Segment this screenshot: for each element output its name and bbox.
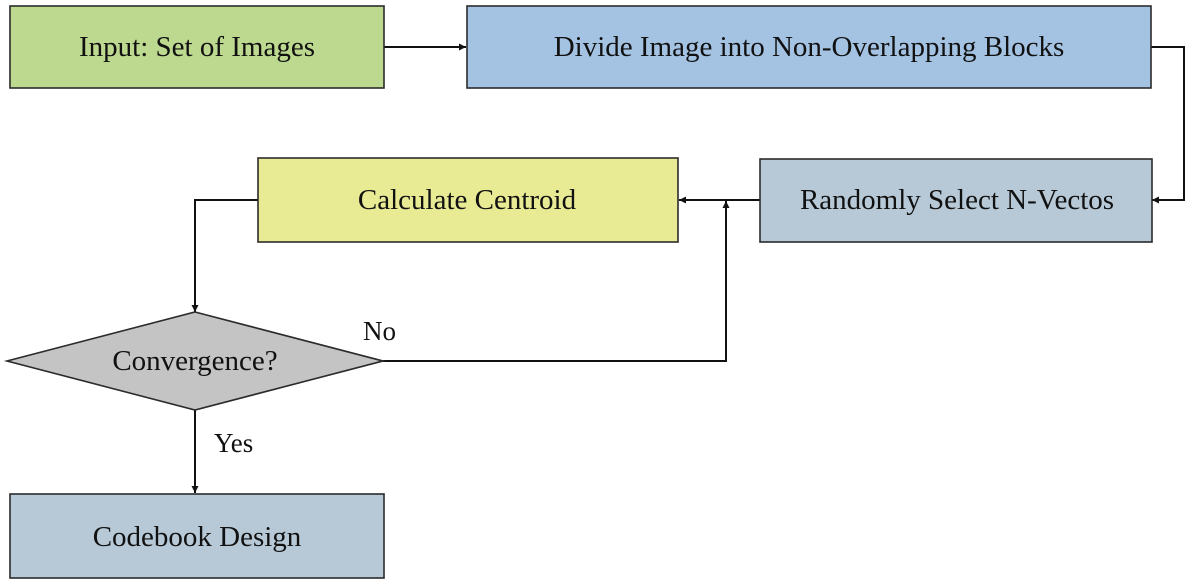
node-input-label: Input: Set of Images — [79, 31, 315, 63]
edge-label-yes: Yes — [214, 428, 253, 458]
node-convergence-label: Convergence? — [112, 345, 277, 377]
node-select: Randomly Select N-Vectos — [759, 158, 1153, 243]
node-select-label: Randomly Select N-Vectos — [800, 184, 1114, 216]
node-codebook-box — [9, 493, 385, 579]
node-centroid-label: Calculate Centroid — [358, 184, 577, 216]
node-centroid: Calculate Centroid — [257, 157, 679, 243]
node-divide-box — [466, 5, 1152, 89]
node-codebook-label: Codebook Design — [93, 521, 302, 553]
node-input-box — [9, 5, 385, 89]
edge-no-loop — [383, 201, 730, 362]
node-divide-label: Divide Image into Non-Overlapping Blocks — [554, 31, 1065, 63]
node-divide: Divide Image into Non-Overlapping Blocks — [466, 5, 1152, 89]
node-codebook: Codebook Design — [9, 493, 385, 579]
edge-centroid-to-convergence — [191, 199, 258, 312]
node-centroid-box — [257, 157, 679, 243]
edge-divide-to-select — [1151, 46, 1185, 204]
node-select-box — [759, 158, 1153, 243]
node-convergence-diamond — [3, 311, 387, 411]
edge-label-no: No — [363, 316, 396, 346]
node-input: Input: Set of Images — [9, 5, 385, 89]
node-convergence: Convergence? — [3, 311, 387, 411]
